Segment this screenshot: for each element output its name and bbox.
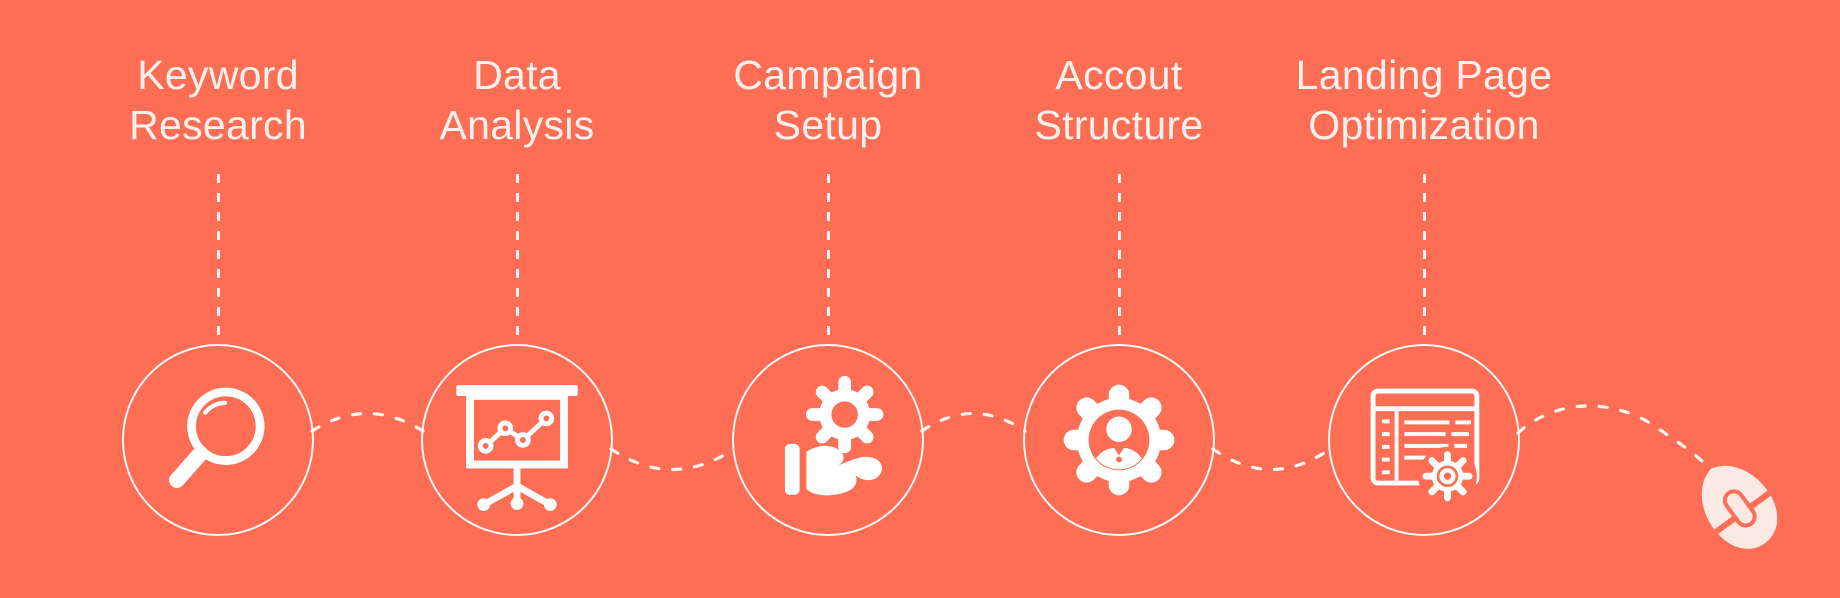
- webpage-gear-icon: [1370, 388, 1480, 506]
- step-label: Landing Page Optimization: [1295, 52, 1553, 148]
- step-label: Campaign Setup: [733, 52, 923, 148]
- vertical-dashed-line: [515, 174, 519, 342]
- vertical-dashed-line: [1422, 174, 1426, 342]
- gear-user-icon: [1063, 384, 1175, 496]
- step-circle: [122, 344, 314, 536]
- step-label: Accout Structure: [1034, 52, 1204, 148]
- presentation-chart-icon: [456, 385, 578, 511]
- hand-holding-gear-icon: [784, 375, 884, 496]
- step-circle: [732, 344, 924, 536]
- vertical-dashed-line: [1117, 174, 1121, 342]
- vertical-dashed-line: [826, 174, 830, 342]
- search-icon: [169, 387, 265, 488]
- step-label: Data Analysis: [439, 52, 595, 148]
- computer-mouse-icon: [1701, 465, 1778, 549]
- step-circle: [1328, 344, 1520, 536]
- vertical-dashed-line: [216, 174, 220, 342]
- step-data-analysis: Data Analysis: [367, 0, 667, 598]
- step-keyword-research: Keyword Research: [68, 0, 368, 598]
- step-label: Keyword Research: [129, 52, 307, 148]
- step-campaign-setup: Campaign Setup: [678, 0, 978, 598]
- step-account-structure: Accout Structure: [969, 0, 1269, 598]
- step-circle: [1023, 344, 1215, 536]
- step-circle: [421, 344, 613, 536]
- step-landing-page-optimization: Landing Page Optimization: [1274, 0, 1574, 598]
